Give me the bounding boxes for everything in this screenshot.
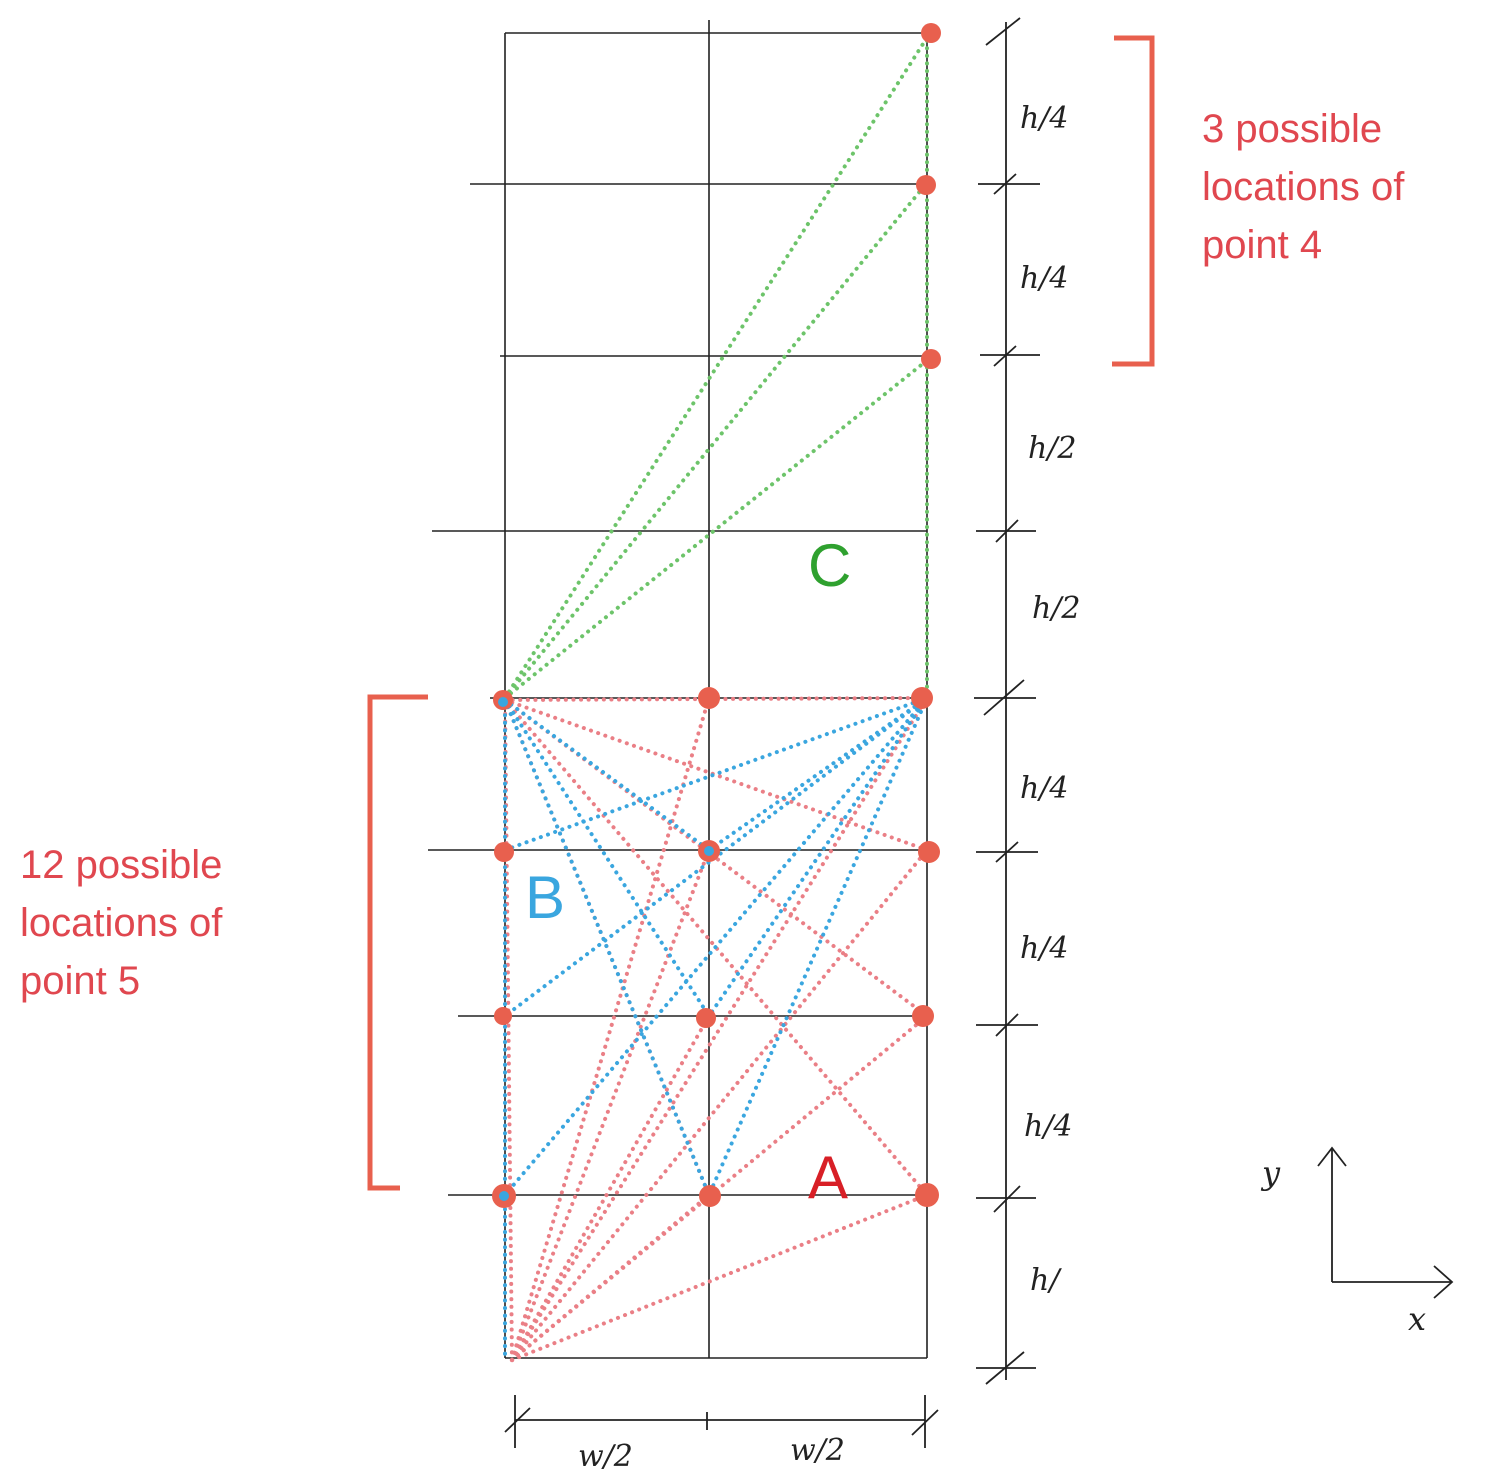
- point4-location-1: [921, 23, 941, 43]
- point5-location-6: [918, 841, 940, 863]
- blue-line-5: [503, 696, 929, 852]
- point5-location-9: [912, 1005, 934, 1027]
- point5-location-2: [698, 687, 720, 709]
- tick-1368-slash: [985, 1351, 1025, 1385]
- tick-356-slash: [993, 345, 1017, 367]
- dim-h-quarter-1: h/4: [1020, 101, 1069, 136]
- point5-location-7: [494, 1007, 512, 1025]
- axis-indicator: [1317, 1146, 1454, 1299]
- dim-h-quarter-2: h/4: [1020, 261, 1069, 296]
- region-label-c: C: [808, 532, 851, 599]
- blue-center-2: [704, 846, 714, 856]
- blue-center-3: [499, 1191, 509, 1201]
- point5-location-11: [699, 1185, 721, 1207]
- point5-label-line2: locations of: [20, 901, 223, 945]
- width-dimension: [504, 1395, 939, 1448]
- grid: [428, 20, 930, 1359]
- green-line-3: [503, 356, 932, 700]
- red-line-11: [503, 698, 929, 1018]
- dim-w-half-1: w/2: [578, 1439, 633, 1474]
- point5-label-line1: 12 possible: [20, 843, 222, 887]
- tick-531-slash: [995, 519, 1019, 543]
- blue-centers: [498, 697, 714, 1201]
- x-arrowhead: [1433, 1265, 1454, 1299]
- point4-label-line3: point 4: [1202, 223, 1322, 267]
- dim-w-half-2: w/2: [790, 1433, 845, 1468]
- tick-33: [985, 17, 1021, 46]
- width-tick-left-slash: [504, 1407, 531, 1433]
- green-line-1: [503, 31, 932, 700]
- tick-852-slash: [995, 841, 1019, 863]
- point5-location-12: [915, 1183, 939, 1207]
- point4-bracket: [1112, 35, 1155, 367]
- point-markers: [492, 23, 941, 1208]
- red-line-6: [510, 1193, 929, 1362]
- red-line-4: [510, 1014, 711, 1362]
- y-axis-label: y: [1260, 1154, 1281, 1192]
- point5-bracket: [367, 694, 428, 1191]
- blue-line-8: [707, 696, 929, 852]
- annotations: 3 possible locations of point 4 12 possi…: [20, 107, 1405, 1003]
- red-line-9: [510, 696, 929, 1362]
- y-arrowhead: [1317, 1146, 1347, 1167]
- red-line-7: [510, 1014, 929, 1362]
- blue-line-4: [503, 698, 711, 1197]
- dim-h-quarter-4: h/4: [1020, 931, 1069, 966]
- region-b-lines: [503, 696, 929, 1360]
- height-dimension: [974, 17, 1040, 1385]
- red-line-2: [510, 696, 711, 1362]
- green-line-2: [503, 182, 928, 700]
- tick-1198-slash: [993, 1185, 1021, 1213]
- blue-line-9: [707, 696, 929, 1018]
- point4-label-line2: locations of: [1202, 165, 1405, 209]
- blue-line-2: [503, 698, 711, 852]
- dim-h-half-2: h/2: [1032, 591, 1081, 626]
- red-line-8: [510, 848, 929, 1362]
- region-a-lines: [503, 696, 929, 1362]
- brackets: [367, 35, 1155, 1191]
- blue-line-3: [503, 698, 711, 1018]
- point4-location-3: [921, 349, 941, 369]
- x-axis-label: x: [1408, 1300, 1426, 1338]
- blue-line-7: [503, 696, 929, 1197]
- red-line-10: [503, 698, 929, 852]
- dimension-labels: h/4 h/4 h/2 h/2 h/4 h/4 h/4 h/ w/2 w/2: [578, 101, 1081, 1474]
- tick-1025-slash: [995, 1013, 1019, 1037]
- dim-h-quarter-3: h/4: [1020, 771, 1069, 806]
- region-label-a: A: [808, 1144, 848, 1211]
- point5-location-8: [696, 1008, 716, 1028]
- dim-h-quarter-5: h/4: [1024, 1109, 1073, 1144]
- point4-location-2: [916, 175, 936, 195]
- dim-h-half-1: h/2: [1028, 431, 1077, 466]
- tick-698-slash: [983, 679, 1025, 716]
- point4-label-line1: 3 possible: [1202, 107, 1382, 151]
- region-label-b: B: [525, 864, 565, 931]
- blue-center-1: [498, 697, 508, 707]
- point5-label-line3: point 5: [20, 959, 140, 1003]
- red-line-3: [510, 848, 711, 1362]
- width-tick-right-slash: [911, 1409, 939, 1436]
- point5-location-4: [494, 842, 514, 862]
- tick-185-slash: [993, 173, 1017, 195]
- dim-h-full: h/: [1030, 1263, 1062, 1298]
- blue-line-10: [707, 696, 929, 1197]
- point5-location-3: [911, 687, 933, 709]
- region-c-lines: [503, 31, 932, 700]
